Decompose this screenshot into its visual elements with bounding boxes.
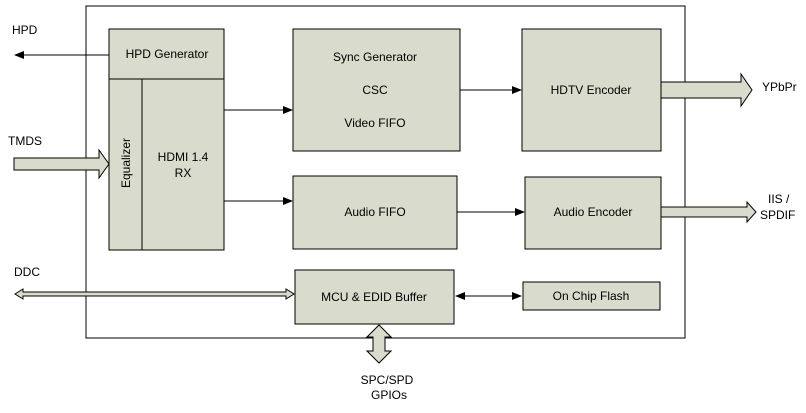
- hdtv-encoder-block: HDTV Encoder: [521, 28, 662, 152]
- tmds-label: TMDS: [8, 134, 42, 148]
- hdmi-rx-label-line2: RX: [175, 166, 192, 180]
- tmds-input-arrow: [13, 148, 110, 180]
- sync-generator-label: Sync Generator: [333, 50, 417, 64]
- ddc-label: DDC: [14, 265, 40, 279]
- hdmi-rx-block: HPD Generator Equalizer HDMI 1.4 RX: [108, 28, 225, 251]
- mcu-edid-label: MCU & EDID Buffer: [321, 290, 427, 304]
- audio-encoder-label: Audio Encoder: [554, 205, 633, 219]
- iis-label-line1: IIS /: [768, 192, 790, 206]
- iis-spdif-output-arrow: [660, 200, 757, 224]
- hdmi-rx-label-line1: HDMI 1.4: [158, 150, 209, 164]
- gpio-label-line1: SPC/SPD: [361, 373, 414, 387]
- iis-label-line2: SPDIF: [760, 208, 795, 222]
- video-fifo-label: Video FIFO: [344, 116, 405, 130]
- sync-csc-fifo-block: Sync Generator CSC Video FIFO: [292, 28, 461, 152]
- on-chip-flash-block: On Chip Flash: [522, 281, 661, 311]
- gpio-bidir-arrow: [365, 324, 393, 364]
- audio-fifo-block: Audio FIFO: [292, 175, 458, 250]
- gpio-label-line2: GPIOs: [371, 388, 407, 402]
- audio-encoder-block: Audio Encoder: [524, 176, 662, 250]
- audio-fifo-label: Audio FIFO: [344, 205, 405, 219]
- ypbpr-output-arrow: [660, 72, 753, 108]
- hpd-generator-label: HPD Generator: [126, 47, 209, 61]
- ypbpr-label: YPbPr: [762, 80, 797, 94]
- ddc-bus-arrow: [14, 288, 295, 300]
- mcu-edid-block: MCU & EDID Buffer: [294, 269, 455, 325]
- hpd-label: HPD: [12, 23, 38, 37]
- equalizer-label: Equalizer: [119, 138, 133, 188]
- on-chip-flash-label: On Chip Flash: [553, 289, 630, 303]
- hdtv-encoder-label: HDTV Encoder: [551, 83, 632, 97]
- csc-label: CSC: [362, 83, 388, 97]
- mcu-flash-bidir-arrow: [455, 292, 522, 300]
